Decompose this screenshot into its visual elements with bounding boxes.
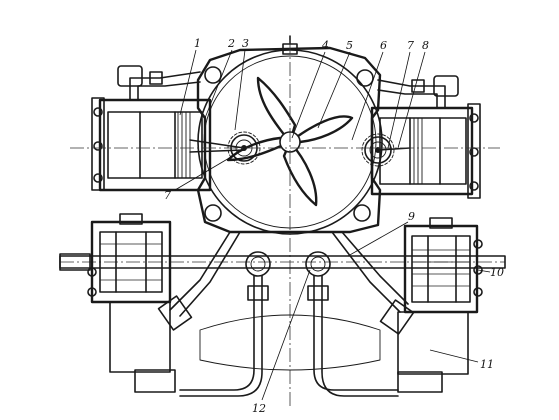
callout-8: 8 xyxy=(422,39,429,52)
callout-1: 1 xyxy=(194,37,201,50)
left-cylinder xyxy=(91,97,245,192)
right-cylinder xyxy=(370,103,481,199)
top-pipes xyxy=(117,65,459,109)
drive-shaft xyxy=(59,253,506,271)
leader-lines xyxy=(174,49,491,401)
callout-3: 3 xyxy=(242,37,249,50)
right-lower-unit xyxy=(397,217,483,393)
callout-2: 2 xyxy=(227,37,235,50)
callout-10: 10 xyxy=(490,266,504,279)
callout-9: 9 xyxy=(408,210,415,223)
rotor xyxy=(226,76,354,207)
callout-11: 11 xyxy=(480,358,494,371)
shaft-unions xyxy=(245,251,331,277)
left-lower-unit xyxy=(87,213,176,393)
callout-7-lower: 7 xyxy=(164,189,171,202)
callout-6: 6 xyxy=(380,39,387,52)
right-gear xyxy=(361,133,395,167)
callout-7-upper: 7 xyxy=(407,39,414,52)
callout-12: 12 xyxy=(252,402,266,415)
callout-4: 4 xyxy=(321,39,329,52)
callouts: 1 2 3 4 5 6 7 8 7 9 10 11 12 xyxy=(164,37,504,415)
lower-piping xyxy=(157,231,415,397)
callout-5: 5 xyxy=(346,39,353,52)
